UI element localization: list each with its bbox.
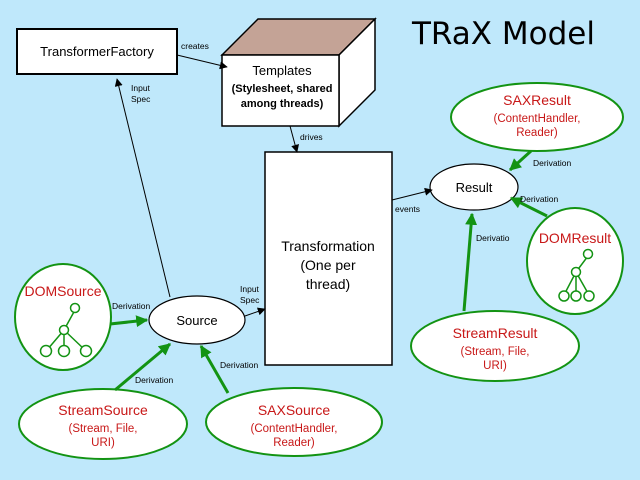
sax-source-line1: (ContentHandler, bbox=[251, 423, 338, 435]
stream-source-line1: (Stream, File, bbox=[68, 423, 137, 435]
dom-result-title: DOMResult bbox=[539, 230, 611, 246]
transformation-line3: thread) bbox=[306, 276, 350, 292]
derivation-arrow-dom-result bbox=[509, 196, 548, 218]
derivation-arrow-sax-result bbox=[508, 149, 533, 172]
dom-result-tree-icon bbox=[558, 248, 595, 302]
drives-label: drives bbox=[300, 132, 323, 142]
input-spec-arrow-transformation bbox=[244, 307, 266, 317]
input-spec-label-1b: Spec bbox=[131, 94, 151, 104]
source-node: Source bbox=[148, 295, 246, 345]
stream-source-node: StreamSource (Stream, File, URI) bbox=[18, 388, 188, 460]
stream-source-line2: URI) bbox=[91, 437, 115, 449]
result-node: Result bbox=[429, 163, 519, 211]
creates-arrow bbox=[176, 54, 228, 70]
templates-line1: (Stylesheet, shared bbox=[232, 83, 333, 95]
sax-source-node: SAXSource (ContentHandler, Reader) bbox=[205, 387, 383, 457]
sax-result-node: SAXResult (ContentHandler, Reader) bbox=[450, 82, 624, 152]
derivation-label-dom-result: Derivation bbox=[520, 194, 559, 204]
input-spec-arrow-factory bbox=[114, 78, 171, 298]
dom-result-node: DOMResult bbox=[526, 207, 624, 315]
templates-node: Templates (Stylesheet, shared among thre… bbox=[220, 17, 377, 128]
derivation-arrow-stream-result bbox=[462, 212, 478, 312]
derivation-label-dom-source: Derivation bbox=[112, 301, 151, 311]
creates-label: creates bbox=[181, 41, 209, 51]
transformation-line2: (One per bbox=[300, 257, 356, 273]
sax-source-title: SAXSource bbox=[258, 402, 331, 418]
transformer-factory-node: TransformerFactory bbox=[16, 28, 178, 75]
sax-source-line2: Reader) bbox=[273, 437, 315, 449]
diagram-title: TRaX Model bbox=[411, 16, 595, 52]
sax-result-title: SAXResult bbox=[503, 92, 571, 108]
drives-arrow bbox=[289, 125, 299, 153]
derivation-label-stream-result: Derivatio bbox=[476, 233, 510, 243]
dom-source-node: DOMSource bbox=[14, 263, 112, 371]
transformation-line1: Transformation bbox=[281, 238, 375, 254]
green-derivation-arrows bbox=[109, 149, 548, 394]
stream-result-line1: (Stream, File, bbox=[460, 346, 529, 358]
events-label: events bbox=[395, 204, 420, 214]
black-connectors bbox=[114, 54, 433, 317]
derivation-arrow-dom-source bbox=[109, 315, 149, 328]
templates-line2: among threads) bbox=[241, 98, 324, 110]
events-arrow bbox=[391, 187, 433, 201]
input-spec-label-2b: Spec bbox=[240, 295, 260, 305]
derivation-arrow-sax-source bbox=[199, 344, 230, 394]
dom-source-title: DOMSource bbox=[24, 283, 101, 299]
source-label: Source bbox=[176, 313, 217, 328]
input-spec-label-2: Input bbox=[240, 284, 260, 294]
derivation-label-sax-result: Derivation bbox=[533, 158, 572, 168]
stream-result-node: StreamResult (Stream, File, URI) bbox=[410, 310, 580, 382]
stream-result-line2: URI) bbox=[483, 360, 507, 372]
derivation-label-stream-source: Derivation bbox=[135, 375, 174, 385]
templates-title: Templates bbox=[252, 63, 312, 78]
transformer-factory-label: TransformerFactory bbox=[40, 44, 154, 59]
sax-result-line2: Reader) bbox=[516, 127, 558, 139]
stream-result-title: StreamResult bbox=[453, 325, 538, 341]
input-spec-label-1: Input bbox=[131, 83, 151, 93]
sax-result-line1: (ContentHandler, bbox=[494, 113, 581, 125]
result-label: Result bbox=[456, 180, 493, 195]
derivation-arrow-stream-source bbox=[114, 342, 171, 392]
stream-source-title: StreamSource bbox=[58, 402, 148, 418]
derivation-label-sax-source: Derivation bbox=[220, 360, 259, 370]
dom-source-tree-icon bbox=[39, 302, 93, 358]
transformation-node: Transformation (One per thread) bbox=[264, 151, 393, 366]
